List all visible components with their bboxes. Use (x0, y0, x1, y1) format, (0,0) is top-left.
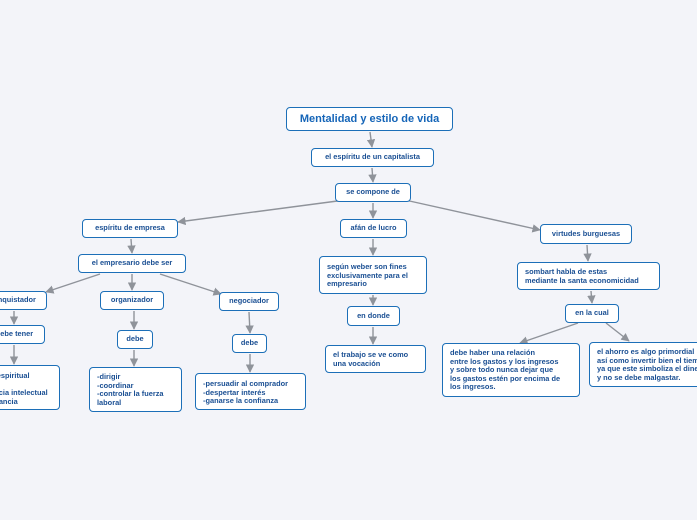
node-afan-de-lucro[interactable]: afán de lucro (340, 219, 407, 238)
node-en-donde[interactable]: en donde (347, 306, 400, 326)
node-acciones-negociador[interactable]: -persuadir al comprador -despertar inter… (195, 373, 306, 410)
node-debe-organizador[interactable]: debe (117, 330, 153, 349)
edge-enlacual-ahorro (605, 322, 630, 342)
node-organizador[interactable]: organizador (100, 291, 164, 310)
node-acciones-organizador[interactable]: -dirigir -coordinar -controlar la fuerza… (89, 367, 182, 412)
edge-compone-virtudes (404, 199, 541, 233)
edge-negociador-debe (245, 311, 254, 334)
node-espiritu-capitalista[interactable]: el espíritu de un capitalista (311, 148, 434, 167)
node-debe-tener[interactable]: debe tener (0, 325, 45, 344)
edge-sombart-enlacual (587, 290, 596, 304)
edge-capitalista-compone (368, 167, 377, 183)
node-trabajo-vocacion[interactable]: el trabajo se ve como una vocación (325, 345, 426, 373)
node-espiritu-de-empresa[interactable]: espíritu de empresa (82, 219, 178, 238)
edge-empresario-conquistador (45, 273, 101, 294)
node-ahorro[interactable]: el ahorro es algo primordial así como in… (589, 342, 697, 387)
node-mentalidad-estilo-vida[interactable]: Mentalidad y estilo de vida (286, 107, 453, 131)
edge-compone-empresa (177, 199, 346, 226)
node-virtudes-burguesas[interactable]: virtudes burguesas (540, 224, 632, 244)
node-debe-negociador[interactable]: debe (232, 334, 267, 353)
edge-enlacual-gastos (519, 322, 579, 345)
node-segun-weber[interactable]: según weber son fines exclusivamente par… (319, 256, 427, 294)
node-cualidades[interactable]: bondad espiritual voluntad abundancia in… (0, 365, 60, 410)
node-sombart[interactable]: sombart habla de estas mediante la santa… (517, 262, 660, 290)
node-se-compone-de[interactable]: se compone de (335, 183, 411, 202)
edge-virtudes-sombart (583, 244, 592, 262)
node-conquistador[interactable]: conquistador (0, 291, 47, 310)
edge-empresario-negociador (159, 273, 222, 296)
edge-empresa-empresario (127, 238, 136, 254)
node-negociador[interactable]: negociador (219, 292, 279, 311)
edge-root-capitalista (366, 131, 376, 148)
node-en-la-cual[interactable]: en la cual (565, 304, 619, 323)
node-gastos-ingresos[interactable]: debe haber una relación entre los gastos… (442, 343, 580, 397)
node-empresario-debe-ser[interactable]: el empresario debe ser (78, 254, 186, 273)
